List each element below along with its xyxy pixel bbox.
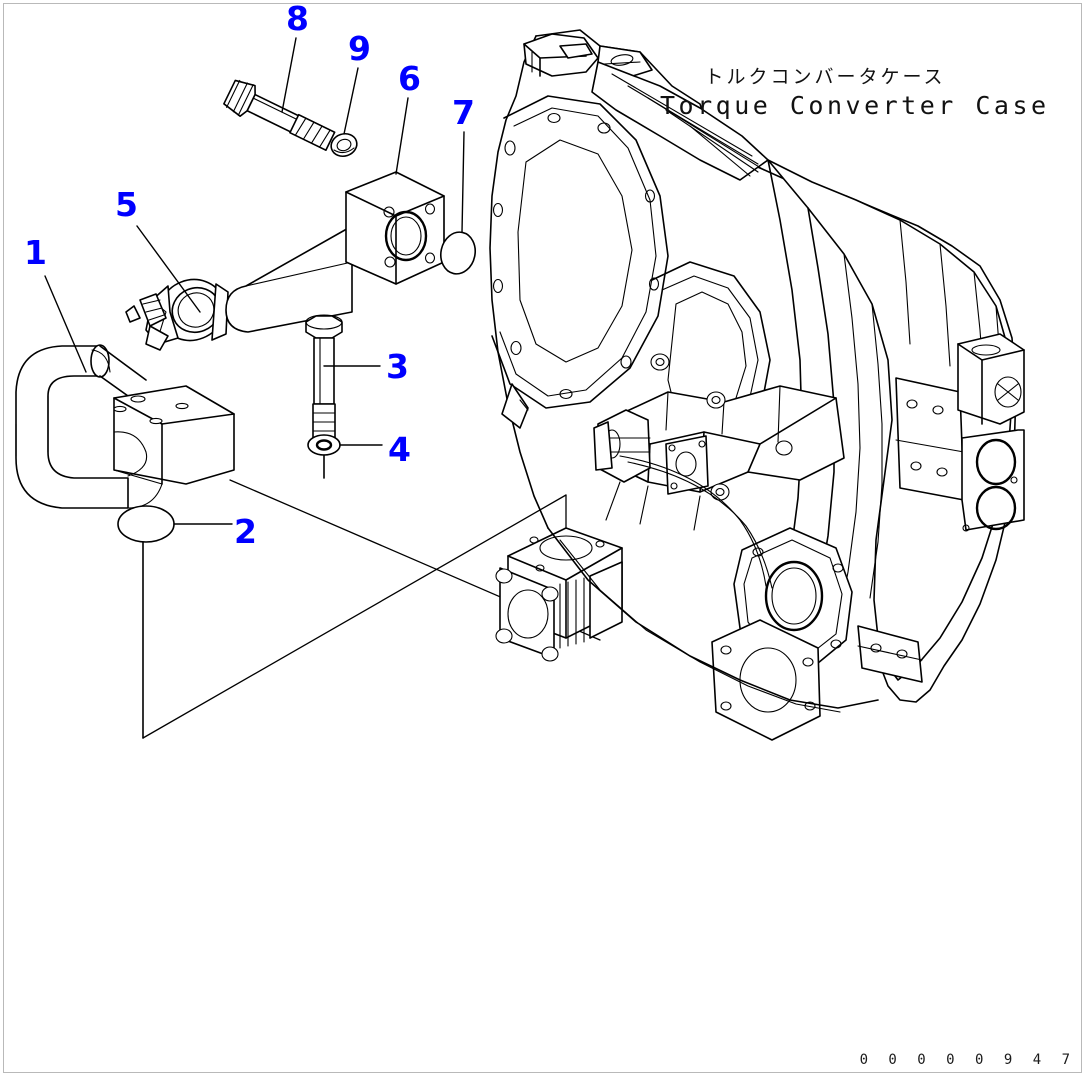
torque-converter-case [489, 29, 1025, 741]
callout-5[interactable]: 5 [115, 185, 138, 224]
drawing-number: 0 0 0 0 0 9 4 7 [859, 1052, 1076, 1068]
callout-1[interactable]: 1 [24, 233, 47, 272]
callout-3[interactable]: 3 [386, 347, 409, 386]
rear-mounting-flanges [711, 527, 853, 741]
part-9-lock-washer [330, 132, 358, 158]
part-2-gasket [117, 505, 175, 739]
drawing-title: トルクコンバータケース Torque Converter Case [660, 62, 1050, 120]
part-4-washer [307, 434, 341, 479]
callout-7[interactable]: 7 [452, 93, 475, 132]
callout-2[interactable]: 2 [234, 512, 257, 551]
callout-4[interactable]: 4 [388, 430, 411, 469]
part-8-hex-bolt [223, 79, 336, 152]
part-6-flange-block [225, 171, 445, 333]
callout-9[interactable]: 9 [348, 29, 371, 68]
callout-8[interactable]: 8 [286, 0, 309, 38]
title-japanese: トルクコンバータケース [704, 66, 946, 88]
lower-port-flange-block [495, 527, 623, 662]
callout-6[interactable]: 6 [398, 59, 421, 98]
title-english: Torque Converter Case [660, 91, 1050, 120]
hydraulic-pump-group [593, 353, 845, 531]
part-3-bolt [305, 314, 343, 443]
part-5-hose-clamp [125, 278, 229, 351]
part-1-suction-tube [15, 344, 235, 509]
